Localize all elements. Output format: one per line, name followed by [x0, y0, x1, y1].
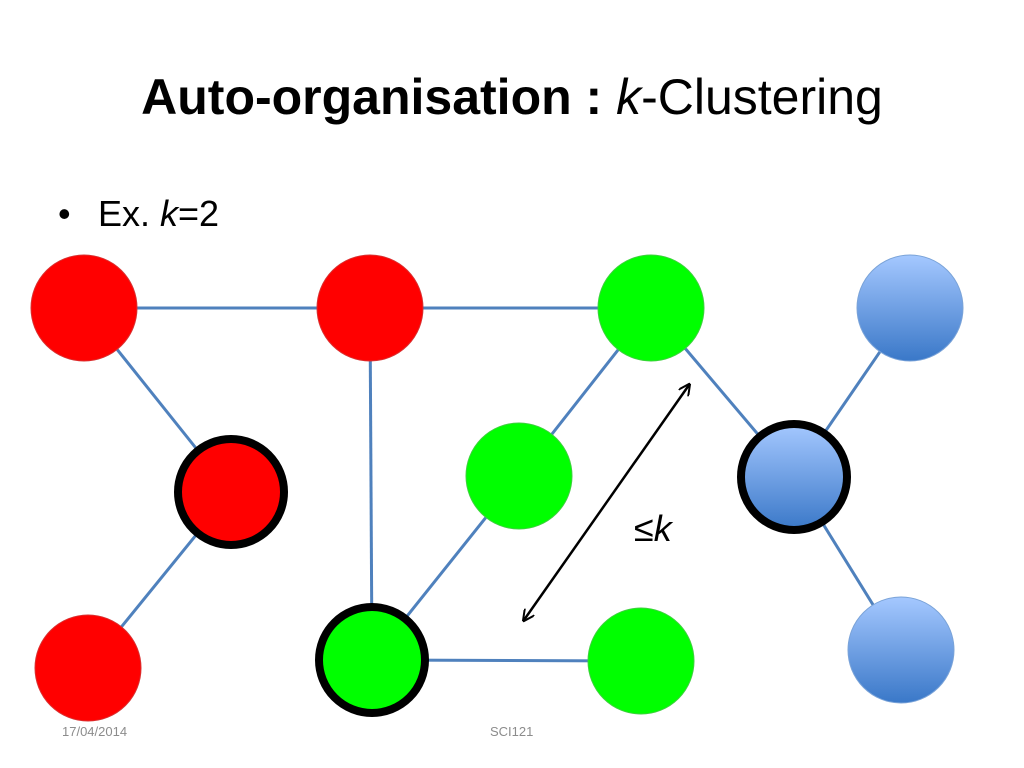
bullet-example: • Ex. k=2 [58, 190, 219, 238]
graph-node-r2 [316, 254, 424, 362]
slide-title: Auto-organisation : k-Clustering [0, 62, 1024, 132]
graph-node-r1 [30, 254, 138, 362]
distance-symbol: ≤ [634, 508, 654, 549]
graph-node-g2 [465, 422, 573, 530]
footer-course: SCI121 [490, 724, 534, 739]
bullet-k: k [160, 193, 179, 234]
clusterhead-node-r3 [174, 435, 288, 549]
graph-node-b3 [847, 596, 955, 704]
bullet-prefix: Ex. [98, 193, 151, 234]
edge-r2-g3 [368, 307, 374, 661]
graph-nodes [30, 254, 964, 722]
distance-arrow [524, 385, 689, 620]
title-rest: -Clustering [641, 69, 883, 125]
bullet-dot: • [58, 193, 71, 234]
graph-node-b1 [856, 254, 964, 362]
clusterhead-node-b2 [737, 420, 851, 534]
title-k: k [616, 69, 642, 125]
title-main: Auto-organisation : [141, 69, 603, 125]
footer-date: 17/04/2014 [62, 724, 128, 739]
distance-label: ≤k [634, 508, 672, 550]
graph-node-r4 [34, 614, 142, 722]
bullet-suffix: =2 [178, 193, 220, 234]
graph-node-g1 [597, 254, 705, 362]
clusterhead-node-g3 [315, 603, 429, 717]
distance-k: k [653, 508, 672, 549]
graph-node-g4 [587, 607, 695, 715]
